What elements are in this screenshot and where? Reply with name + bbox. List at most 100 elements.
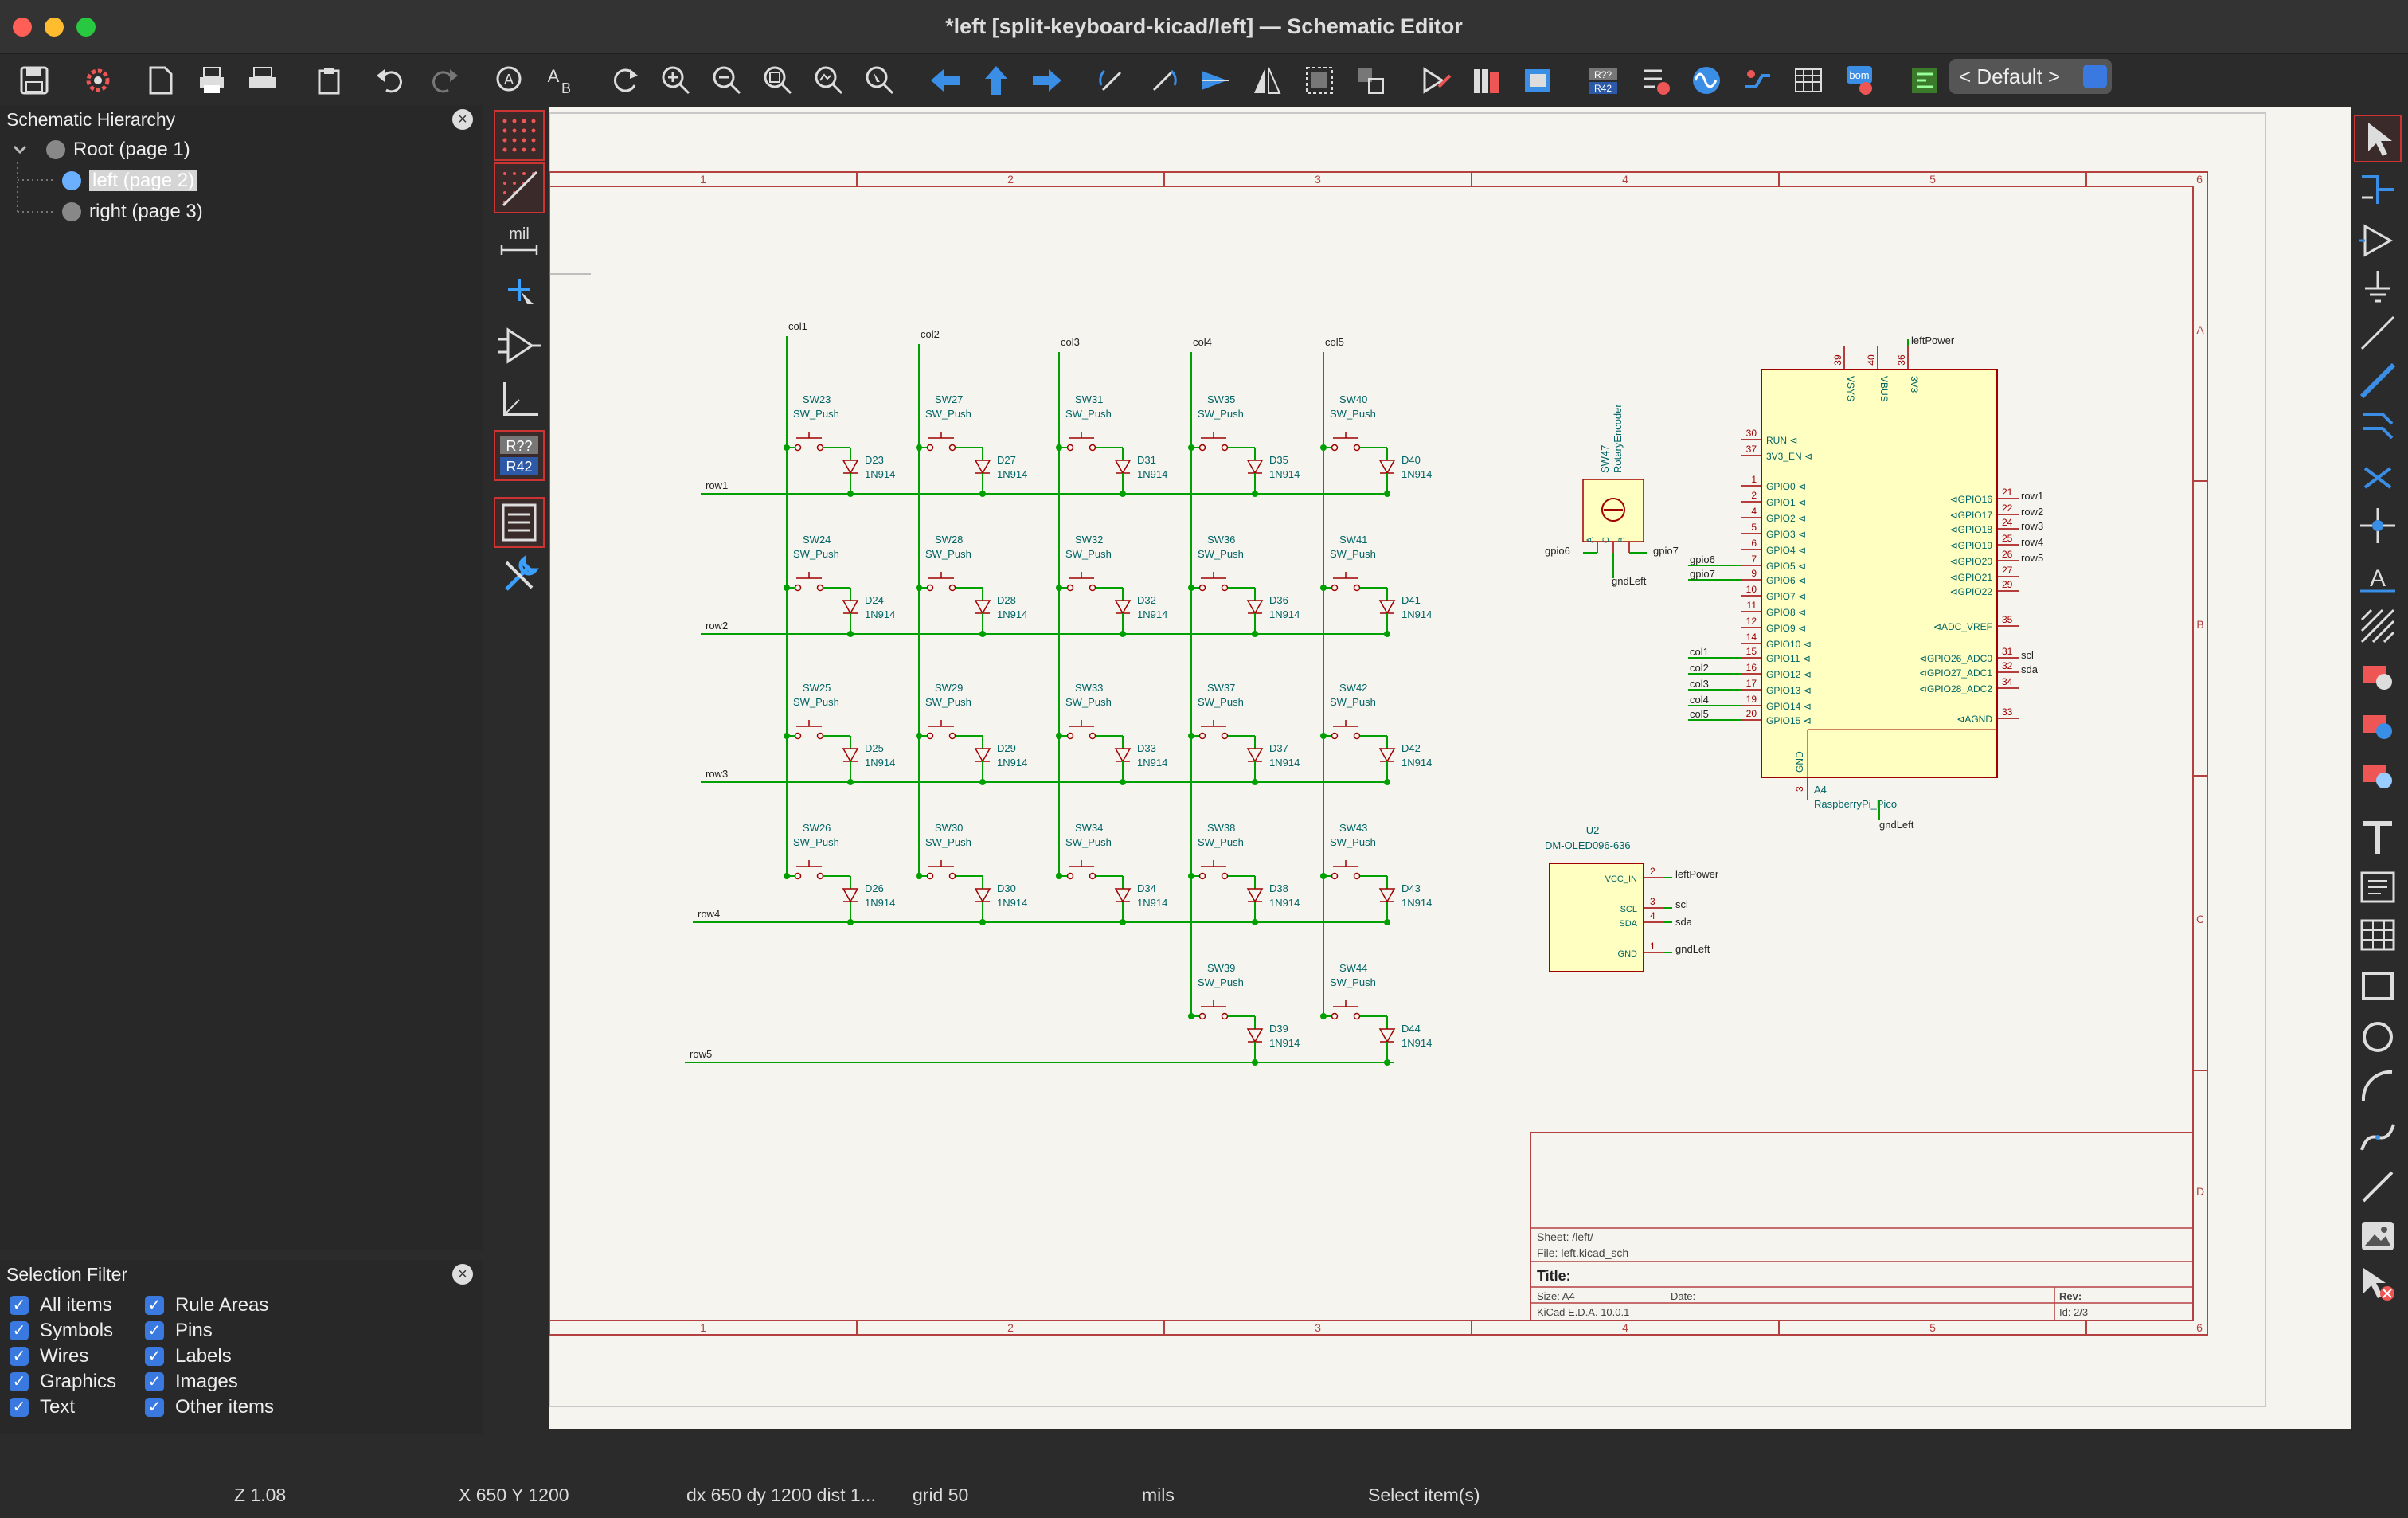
zoom-out-button[interactable] [707, 61, 747, 100]
filter-pins[interactable]: ✓Pins [145, 1319, 213, 1343]
filter-images[interactable]: ✓Images [145, 1370, 238, 1394]
rotate-cw-button[interactable] [1143, 61, 1183, 100]
close-window-button[interactable] [13, 18, 32, 37]
filter-all-items[interactable]: ✓All items [10, 1293, 112, 1317]
add-label-tool[interactable]: A [2355, 556, 2400, 601]
add-hier-label-tool[interactable] [2355, 704, 2400, 749]
minimize-window-button[interactable] [45, 18, 64, 37]
annotate-schematic-button[interactable]: R??R42 [1583, 61, 1623, 100]
navigate-forward-button[interactable] [1027, 61, 1067, 100]
erc-button[interactable] [1636, 61, 1675, 100]
cursor-style-button[interactable] [495, 269, 543, 317]
schematic-setup-button[interactable] [78, 61, 118, 100]
switch-to-pcb-button[interactable] [1905, 61, 1945, 100]
print-button[interactable] [191, 61, 231, 100]
refresh-button[interactable] [605, 61, 645, 100]
junction [847, 491, 854, 497]
show-grid-button[interactable] [494, 110, 545, 161]
close-icon[interactable]: × [452, 109, 473, 130]
group-button[interactable] [1300, 61, 1339, 100]
fields-table-button[interactable] [1788, 61, 1828, 100]
no-connect-tool[interactable] [2355, 456, 2400, 500]
mcu-pin-name: 3V3 [1909, 376, 1920, 393]
add-symbol-tool[interactable] [2355, 218, 2400, 263]
select-tool[interactable] [2354, 115, 2402, 162]
pcb-netlist-button[interactable] [1738, 61, 1777, 100]
add-rectangle-tool[interactable] [2355, 964, 2400, 1008]
tree-item-left[interactable]: left (page 2) [59, 168, 198, 194]
filter-wires[interactable]: ✓Wires [10, 1344, 88, 1368]
add-sheet-pin-tool[interactable] [2355, 753, 2400, 798]
units-button[interactable]: mil [495, 218, 543, 266]
show-pin-electrical-type-button[interactable] [495, 322, 543, 370]
switch-pin [1066, 732, 1074, 740]
plot-button[interactable] [242, 61, 282, 100]
filter-label: Rule Areas [175, 1294, 269, 1316]
save-button[interactable] [14, 61, 54, 100]
symbol-editor-button[interactable] [1416, 61, 1456, 100]
filter-symbols[interactable]: ✓Symbols [10, 1319, 113, 1343]
tree-item-root[interactable]: Root (page 1) [41, 137, 190, 162]
ungroup-button[interactable] [1351, 61, 1390, 100]
add-global-label-tool[interactable] [2355, 655, 2400, 699]
add-bus-entry-tool[interactable] [2355, 405, 2400, 449]
add-rule-area-tool[interactable] [2355, 604, 2400, 648]
delete-tool-tool[interactable] [2355, 1262, 2400, 1306]
add-bezier-tool[interactable] [2355, 1115, 2400, 1160]
page-settings-button[interactable] [140, 61, 180, 100]
filter-other-items[interactable]: ✓Other items [145, 1395, 274, 1419]
add-textbox-tool[interactable] [2355, 865, 2400, 910]
redo-button[interactable] [424, 61, 463, 100]
add-wire-tool[interactable] [2355, 311, 2400, 355]
highlight-net-tool[interactable] [2355, 166, 2400, 210]
annotate-button[interactable]: R??R42 [494, 430, 545, 481]
add-table-tool[interactable] [2355, 913, 2400, 957]
paste-button[interactable] [309, 61, 349, 100]
symbol-library-button[interactable] [1467, 61, 1507, 100]
filter-text[interactable]: ✓Text [10, 1395, 75, 1419]
tree-expander[interactable] [11, 137, 29, 162]
navigate-up-button[interactable] [976, 61, 1016, 100]
rotate-ccw-button[interactable] [1093, 61, 1132, 100]
add-image-tool[interactable] [2355, 1214, 2400, 1258]
line-mode-button[interactable] [495, 376, 543, 424]
undo-button[interactable] [371, 61, 411, 100]
mirror-horizontal-button[interactable] [1247, 61, 1287, 100]
filter-rule-areas[interactable]: ✓Rule Areas [145, 1293, 268, 1317]
variant-selector[interactable]: < Default > [1949, 59, 2112, 94]
mirror-vertical-button[interactable] [1194, 61, 1234, 100]
checkbox-icon: ✓ [145, 1321, 164, 1340]
maximize-window-button[interactable] [76, 18, 96, 37]
add-junction-tool[interactable] [2355, 503, 2400, 548]
hierarchy-navigator-button[interactable] [494, 497, 545, 548]
add-circle-tool[interactable] [2355, 1015, 2400, 1059]
navigate-back-button[interactable] [925, 61, 965, 100]
add-text-tool[interactable] [2355, 816, 2400, 860]
tree-item-right[interactable]: right (page 3) [59, 199, 203, 225]
add-line-tool[interactable] [2355, 1164, 2400, 1209]
find-button[interactable]: A [489, 61, 529, 100]
add-power-tool[interactable] [2355, 264, 2400, 309]
zoom-selection-button[interactable] [860, 61, 900, 100]
filter-labels[interactable]: ✓Labels [145, 1344, 232, 1368]
zoom-objects-button[interactable] [809, 61, 849, 100]
close-icon[interactable]: × [452, 1264, 473, 1285]
mcu-pin-name: GPIO8 ⊲ [1766, 607, 1806, 618]
annotate-bottom-label: R42 [506, 459, 532, 475]
add-bus-tool[interactable] [2355, 358, 2400, 403]
zoom-in-button[interactable] [656, 61, 696, 100]
properties-button[interactable] [495, 551, 543, 599]
pin-type-icon [498, 327, 541, 364]
grid-overrides-button[interactable] [494, 162, 545, 213]
footprint-assignment-button[interactable] [1518, 61, 1558, 100]
switch-value: SW_Push [1198, 976, 1244, 988]
add-arc-tool[interactable] [2355, 1064, 2400, 1109]
zoom-fit-button[interactable] [758, 61, 798, 100]
add-arc-icon [2361, 1070, 2393, 1101]
bom-button[interactable]: bom [1839, 61, 1879, 100]
filter-graphics[interactable]: ✓Graphics [10, 1370, 116, 1394]
simulator-button[interactable] [1687, 61, 1726, 100]
